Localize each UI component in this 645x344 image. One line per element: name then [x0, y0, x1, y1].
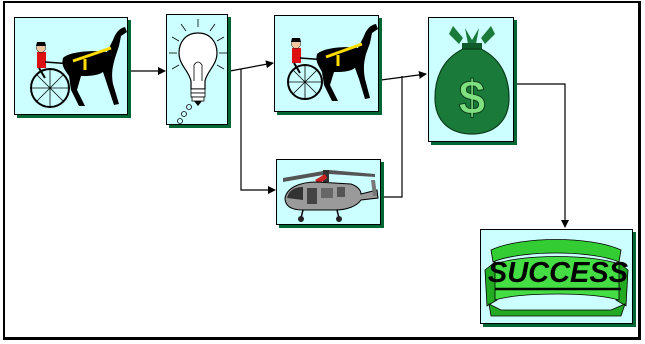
- harness-horse-icon: [30, 27, 127, 108]
- arrow-horse-to-money: [380, 70, 427, 81]
- arrow-idea-to-helicopter: [240, 69, 276, 194]
- idea-box: [166, 14, 228, 125]
- light-bulb-icon: [169, 19, 227, 124]
- helicopter-box: [276, 159, 381, 225]
- harness-horse-icon: [287, 24, 378, 101]
- arrow-money-to-success: [516, 83, 569, 228]
- arrow-helicopter-to-money: [384, 76, 403, 198]
- dollar-sign: $: [459, 72, 486, 125]
- diagram-frame: [3, 1, 641, 340]
- success-box: SUCCESS: [480, 229, 633, 324]
- helicopter-icon: [283, 170, 379, 222]
- horse-box-race: [274, 15, 379, 112]
- horse-box-start: [14, 17, 128, 115]
- arrow-idea-to-horse: [229, 60, 274, 72]
- money-bag-icon: $: [434, 26, 510, 135]
- success-banner-icon: SUCCESS: [484, 239, 629, 317]
- money-box: $: [428, 17, 514, 142]
- success-label: SUCCESS: [488, 257, 629, 289]
